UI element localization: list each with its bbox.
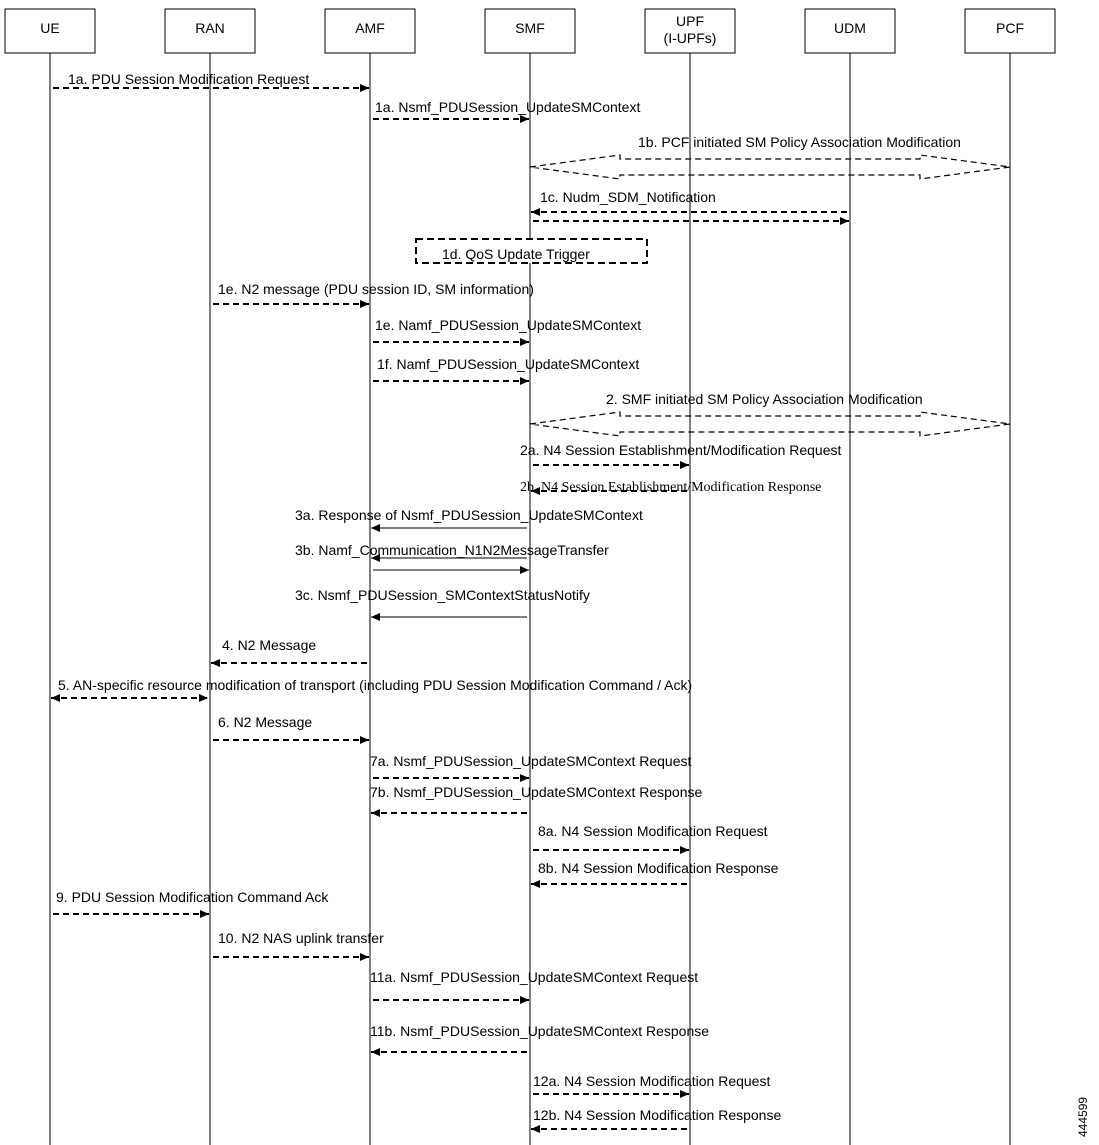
message-10: 2a. N4 Session Establishment/Modificatio…	[520, 442, 842, 469]
actor-pcf: PCF	[964, 8, 1056, 54]
message-label: 12b. N4 Session Modification Response	[533, 1107, 781, 1123]
message-9: 2. SMF initiated SM Policy Association M…	[529, 391, 1011, 437]
actor-box	[4, 8, 96, 54]
actor-label: UPF	[676, 13, 704, 29]
message-label: 7a. Nsmf_PDUSession_UpdateSMContext Requ…	[370, 753, 691, 769]
message-label: 11a. Nsmf_PDUSession_UpdateSMContext Req…	[370, 969, 698, 985]
actor-label: SMF	[515, 20, 545, 36]
message-label: 11b. Nsmf_PDUSession_UpdateSMContext Res…	[370, 1023, 709, 1039]
message-label: 1e. N2 message (PDU session ID, SM infor…	[218, 281, 534, 297]
actor-label: PCF	[996, 20, 1024, 36]
message-21: 8b. N4 Session Modification Response	[531, 860, 779, 888]
actor-box	[644, 8, 736, 54]
message-label: 10. N2 NAS uplink transfer	[218, 930, 384, 946]
message-1: 1a. PDU Session Modification Request	[53, 71, 369, 92]
actor-smf: SMF	[484, 8, 576, 54]
message-6: 1e. N2 message (PDU session ID, SM infor…	[213, 281, 534, 308]
message-label: 1f. Namf_PDUSession_UpdateSMContext	[377, 356, 639, 372]
message-label: 1a. PDU Session Modification Request	[68, 71, 309, 87]
message-label: 8b. N4 Session Modification Response	[538, 860, 779, 876]
message-2: 1a. Nsmf_PDUSession_UpdateSMContext	[373, 99, 640, 123]
message-16: 5. AN-specific resource modification of …	[51, 677, 692, 702]
message-11: 2b. N4 Session Establishment/Modificatio…	[520, 480, 821, 495]
message-5: 1d. QoS Update Trigger	[415, 238, 648, 264]
message-label: 1b. PCF initiated SM Policy Association …	[638, 134, 961, 150]
message-label: 9. PDU Session Modification Command Ack	[56, 889, 329, 905]
actor-label: AMF	[355, 20, 385, 36]
message-label: 1e. Namf_PDUSession_UpdateSMContext	[375, 317, 641, 333]
message-24: 11a. Nsmf_PDUSession_UpdateSMContext Req…	[370, 969, 698, 1004]
actor-upf: UPF(I-UPFs)	[644, 8, 736, 54]
message-26: 12a. N4 Session Modification Request	[533, 1073, 770, 1098]
message-25: 11b. Nsmf_PDUSession_UpdateSMContext Res…	[370, 1023, 709, 1056]
actor-label: UE	[40, 20, 59, 36]
message-13: 3b. Namf_Communication_N1N2MessageTransf…	[295, 542, 609, 574]
message-label: 12a. N4 Session Modification Request	[533, 1073, 770, 1089]
bidirectional-block-arrow	[529, 411, 1011, 437]
message-12: 3a. Response of Nsmf_PDUSession_UpdateSM…	[295, 507, 643, 532]
actor-ran: RAN	[164, 8, 256, 54]
actor-box	[484, 8, 576, 54]
message-label: 2. SMF initiated SM Policy Association M…	[606, 391, 923, 407]
message-label: 5. AN-specific resource modification of …	[58, 677, 692, 693]
message-label: 4. N2 Message	[222, 637, 316, 653]
message-label: 3a. Response of Nsmf_PDUSession_UpdateSM…	[295, 507, 643, 523]
message-18: 7a. Nsmf_PDUSession_UpdateSMContext Requ…	[370, 753, 691, 782]
note-box	[415, 238, 648, 264]
message-label: 2b. N4 Session Establishment/Modificatio…	[520, 480, 821, 495]
actor-box	[964, 8, 1056, 54]
actor-label: (I-UPFs)	[664, 30, 717, 46]
message-20: 8a. N4 Session Modification Request	[533, 823, 768, 854]
message-17: 6. N2 Message	[213, 714, 369, 744]
message-label: 2a. N4 Session Establishment/Modificatio…	[520, 442, 842, 458]
message-label: 6. N2 Message	[218, 714, 312, 730]
message-7: 1e. Namf_PDUSession_UpdateSMContext	[373, 317, 641, 346]
message-label: 1d. QoS Update Trigger	[442, 246, 590, 262]
actor-label: RAN	[195, 20, 225, 36]
message-14: 3c. Nsmf_PDUSession_SMContextStatusNotif…	[295, 587, 590, 621]
actor-udm: UDM	[804, 8, 896, 54]
figure-id: 444599	[1076, 1097, 1090, 1137]
bidirectional-block-arrow	[529, 154, 1011, 180]
actor-ue: UE	[4, 8, 96, 54]
message-label: 1c. Nudm_SDM_Notification	[540, 189, 716, 205]
message-label: 8a. N4 Session Modification Request	[538, 823, 768, 839]
actor-box	[804, 8, 896, 54]
actor-amf: AMF	[324, 8, 416, 54]
message-3: 1b. PCF initiated SM Policy Association …	[529, 134, 1011, 180]
message-label: 3b. Namf_Communication_N1N2MessageTransf…	[295, 542, 609, 558]
message-label: 1a. Nsmf_PDUSession_UpdateSMContext	[375, 99, 640, 115]
message-23: 10. N2 NAS uplink transfer	[213, 930, 384, 961]
message-19: 7b. Nsmf_PDUSession_UpdateSMContext Resp…	[370, 784, 702, 817]
message-label: 7b. Nsmf_PDUSession_UpdateSMContext Resp…	[370, 784, 702, 800]
actor-label: UDM	[834, 20, 866, 36]
actor-box	[164, 8, 256, 54]
actor-box	[324, 8, 416, 54]
message-8: 1f. Namf_PDUSession_UpdateSMContext	[373, 356, 639, 385]
message-15: 4. N2 Message	[211, 637, 367, 667]
message-22: 9. PDU Session Modification Command Ack	[53, 889, 329, 918]
message-4: 1c. Nudm_SDM_Notification	[531, 189, 849, 225]
message-27: 12b. N4 Session Modification Response	[531, 1107, 781, 1133]
message-label: 3c. Nsmf_PDUSession_SMContextStatusNotif…	[295, 587, 590, 603]
